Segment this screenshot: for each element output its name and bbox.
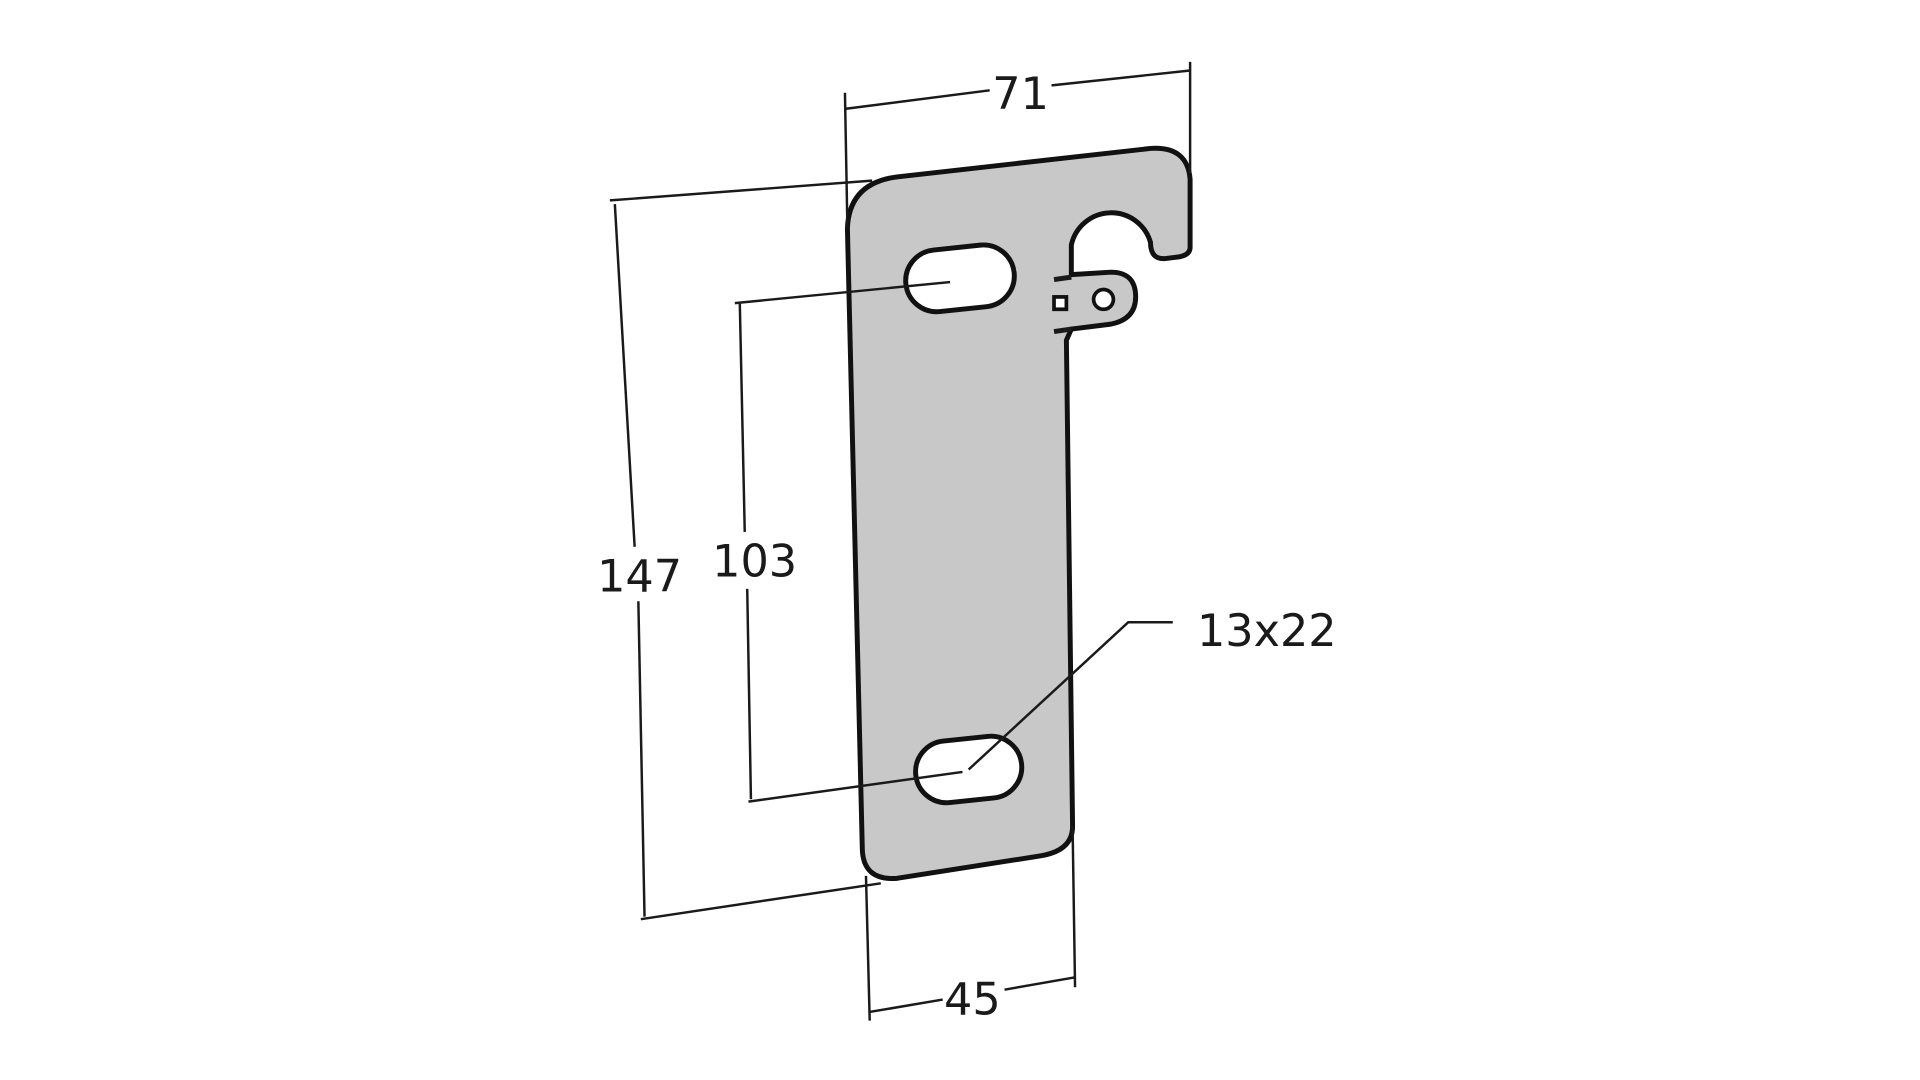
dim-71-label: 71 [992,68,1049,120]
slot-top [903,242,1017,315]
dim-103-lines [734,280,963,803]
bracket-plate [844,145,1193,881]
dim-147-lines [609,179,882,921]
dim-45-lines [864,826,1077,1021]
dim-103-label: 103 [712,535,797,587]
slot-size-label: 13x22 [1197,605,1337,657]
square-hole [1052,295,1069,312]
tab-cut-line [1053,274,1072,334]
dim-71-lines [843,61,1192,229]
dim-147-label: 147 [597,550,682,602]
dim-45-label: 45 [944,973,1001,1025]
slot-size-leader [967,621,1173,771]
round-hole [1091,287,1116,312]
